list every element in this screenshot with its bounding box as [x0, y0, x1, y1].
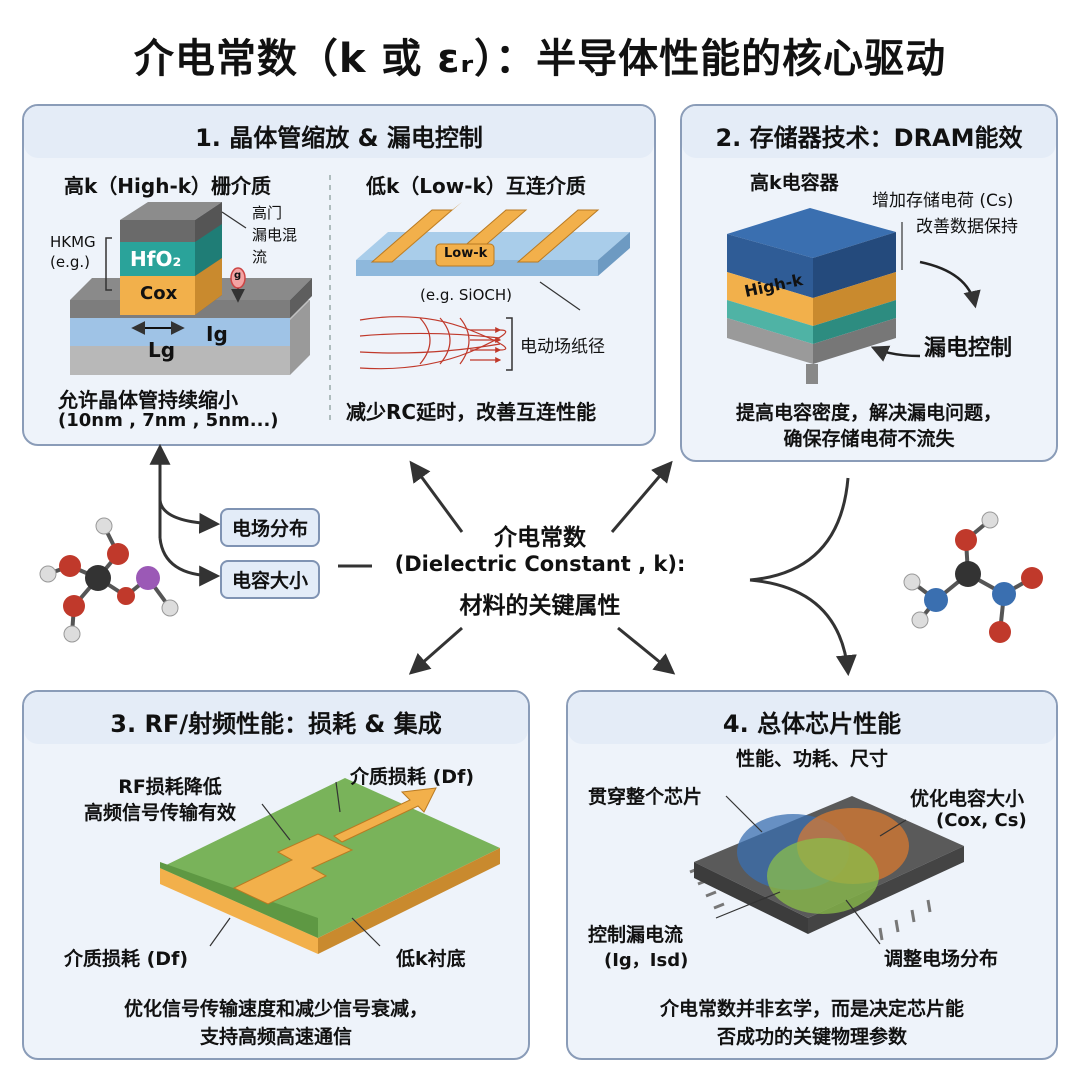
interconnect-caption: 减少RC延时，改善互连性能: [346, 400, 597, 424]
charge-label-2: 改善数据保持: [916, 217, 1018, 237]
highk-heading: 高k（High-k）栅介质: [64, 174, 272, 198]
sioch-label: (e.g. SiOCH): [420, 286, 513, 304]
optimize-label-2: (Cox, Cs): [936, 810, 1027, 831]
molecule-left-icon: [39, 517, 179, 643]
lowk-label: Low-k: [444, 246, 488, 261]
transistor-caption-2: (10nm , 7nm , 5nm...): [58, 410, 279, 431]
eg-label: (e.g.): [50, 253, 90, 271]
capacitor-label: 高k电容器: [750, 172, 839, 194]
lowk-heading: 低k（Low-k）互连介质: [366, 174, 586, 198]
charge-label-1: 增加存储电荷 (Cs): [872, 191, 1014, 211]
hfo2-label: HfO₂: [130, 247, 182, 271]
field-label: 电动场纸径: [520, 337, 605, 357]
connector-arrows: [149, 443, 857, 677]
panel4-title: 4. 总体芯片性能: [722, 710, 902, 738]
leak-label-2: 漏电混: [252, 226, 298, 244]
leak-label-1: 高门: [252, 204, 283, 222]
ig-label: Ig: [206, 322, 228, 346]
molecule-right-icon: [903, 511, 1043, 643]
through-label: 贯穿整个芯片: [588, 786, 703, 808]
leak-label-3: 流: [252, 248, 268, 266]
interconnect-illustration: [356, 202, 630, 371]
transistor-caption-1: 允许晶体管持续缩小: [58, 388, 238, 412]
center-title: 介电常数: [494, 525, 586, 551]
rf-caption-2: 支持高频高速通信: [199, 1026, 352, 1048]
chip-caption-1: 介电常数并非玄学，而是决定芯片能: [659, 998, 964, 1020]
chip-illustration: [689, 795, 964, 945]
panel1-title: 1. 晶体管缩放 & 漏电控制: [195, 124, 483, 152]
df-top-label: 介质损耗 (Df): [350, 766, 475, 788]
leak-control-label: 漏电控制: [924, 336, 1013, 361]
panel2-title-band: [682, 106, 1056, 158]
page-title: 介电常数（k 或 εᵣ）：半导体性能的核心驱动: [133, 36, 947, 82]
panel2-title: 2. 存储器技术：DRAM能效: [715, 124, 1023, 152]
tag-field-distribution: 电场分布: [220, 508, 321, 547]
rf-caption-1: 优化信号传输速度和减少信号衰减，: [123, 998, 428, 1020]
optimize-label-1: 优化电容大小: [910, 788, 1025, 810]
rf-loss-label-2: 高频信号传输有效: [83, 802, 236, 824]
substrate-label: 低k衬底: [396, 948, 466, 970]
panel3-title: 3. RF/射频性能：损耗 & 集成: [110, 710, 442, 738]
chip-subtitle: 性能、功耗、尺寸: [735, 748, 888, 770]
lg-label: Lg: [148, 338, 176, 362]
transistor-illustration: [70, 202, 312, 375]
capacitor-illustration: [727, 208, 981, 384]
df-left-label: 介质损耗 (Df): [64, 948, 189, 970]
dram-caption-1: 提高电容密度，解决漏电问题，: [735, 402, 1002, 424]
dram-caption-2: 确保存储电荷不流失: [783, 428, 955, 450]
panel3-title-band: [24, 692, 528, 744]
tag-capacitance: 电容大小: [220, 560, 321, 599]
cox-label: Cox: [140, 283, 178, 304]
chip-caption-2: 否成功的关键物理参数: [716, 1026, 907, 1048]
control-label-2: (Ig，Isd): [604, 950, 689, 971]
panel1-title-band: [24, 106, 654, 158]
rf-loss-label-1: RF损耗降低: [118, 776, 222, 798]
center-caption: 材料的关键属性: [459, 593, 621, 619]
g-small-label: g: [234, 270, 242, 281]
panel4-title-band: [568, 692, 1056, 744]
rf-board-illustration: [160, 778, 500, 954]
center-subtitle: (Dielectric Constant , k):: [394, 552, 686, 576]
hkmg-label: HKMG: [50, 233, 96, 251]
adjust-label: 调整电场分布: [884, 948, 999, 970]
control-label-1: 控制漏电流: [588, 924, 684, 946]
